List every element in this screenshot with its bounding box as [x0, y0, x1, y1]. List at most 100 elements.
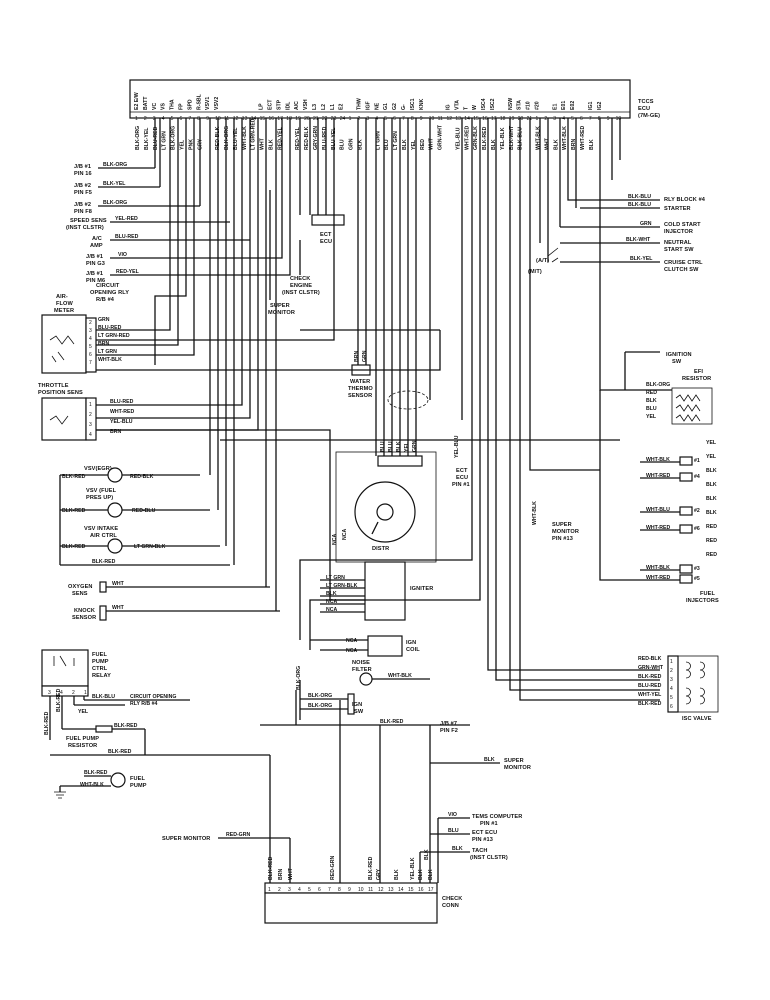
- ecu-wire-color: WHT: [260, 137, 266, 150]
- ecu-wire-color: BLK: [358, 139, 364, 150]
- speed-sens-sub: (INST CLSTR): [66, 225, 104, 231]
- injector-wire-label: WHT-BLK: [646, 565, 670, 571]
- ign-sw-l1: IGN: [352, 702, 362, 708]
- efi-res-wire-label: BLK: [646, 398, 657, 404]
- check-conn-pin: 4: [298, 887, 301, 893]
- injector-right-wire: RED: [706, 524, 717, 530]
- fp-relay-l4: RELAY: [92, 673, 111, 679]
- check-conn-wire-label: BLK-RED: [268, 856, 274, 880]
- ecu-pin: 12: [233, 116, 239, 122]
- check-conn-l1: CHECK: [442, 896, 462, 902]
- sm1-l2: MONITOR: [268, 310, 295, 316]
- circuit-l2: OPENING RLY: [90, 290, 129, 296]
- nca-v2: NCA: [342, 529, 348, 540]
- afm-wire-label: BRN: [98, 341, 109, 347]
- ecu-pin: 14: [251, 116, 257, 122]
- jb2b-pin: PIN F8: [74, 209, 92, 215]
- injector-label: #3: [694, 566, 700, 572]
- ecu-pin: 9: [206, 116, 209, 122]
- ecu-wire-color: BLK-ORG: [224, 126, 230, 150]
- sm-left-wire: RED-GRN: [226, 832, 250, 838]
- knock-l2: SENSOR: [72, 615, 96, 621]
- ecu-wire-color: BLK-WHT: [509, 125, 515, 150]
- vsv-egr-label: VSV(EGR): [84, 466, 112, 472]
- vsv-egr-coil: [107, 467, 123, 483]
- igniter-wire-label: BLK: [326, 591, 337, 597]
- tach-wire: BLK: [452, 846, 463, 852]
- ecu-wire-color: LT GRN: [393, 131, 399, 150]
- ecu-pin: 11: [224, 116, 229, 122]
- isc-body: [677, 655, 719, 713]
- isc-pin: 1: [670, 659, 673, 665]
- ecu-pin: 7: [188, 116, 191, 122]
- ecu-pin: 18: [500, 116, 506, 122]
- injector-wire-label: WHT-BLK: [646, 457, 670, 463]
- isc-wire-label: GRN-WHT: [638, 665, 664, 671]
- ecu-wire-color: LT GRN: [375, 131, 381, 150]
- ecu-wire-color: GRY-GRN: [313, 126, 319, 150]
- fuel-pump-w1: BLK-RED: [84, 770, 108, 776]
- igniter-wire-label: NCA: [326, 607, 337, 613]
- fp-relay-pin: 2: [72, 690, 75, 696]
- check-conn-wire-label: YEL-BLK: [410, 857, 416, 880]
- ecu-terminal: E2: [339, 104, 345, 110]
- ecu-terminal: SPD: [187, 99, 193, 110]
- tach-label: TACH: [472, 848, 488, 854]
- vsv-intake-coil: [107, 538, 123, 554]
- vsv-fuel-label: VSV (FUEL: [86, 488, 117, 494]
- distr-wire-label: BLU: [380, 441, 386, 452]
- afm-wire-label: GRN: [98, 317, 110, 323]
- fuel-pump-w2: WHT-BLK: [80, 782, 104, 788]
- ecu-pin: 7: [589, 116, 592, 122]
- ecu-terminal: VSV1: [205, 97, 211, 110]
- temp-comp-pin: PIN #1: [480, 821, 498, 827]
- ect13-wire: BLU: [448, 828, 459, 834]
- vsv-fuel-w1: BLK-RED: [62, 508, 86, 514]
- ecu-wire-color: BLK: [553, 139, 559, 150]
- tps-wire-label: BLU-RED: [110, 399, 134, 405]
- tps-box: [41, 397, 87, 441]
- circuit-note-2: RLY R/B #4: [130, 701, 158, 707]
- ecu-terminal: #20: [535, 101, 541, 110]
- ecu-terminal: VSV2: [214, 97, 220, 110]
- ecu-terminal: IGF: [365, 101, 371, 110]
- check-conn-wire-label: GRY: [376, 868, 382, 880]
- jb2-label: J/B #2: [74, 183, 91, 189]
- ecu-wire-color: WHT-BLK: [536, 126, 542, 150]
- jbg3-label: J/B #1: [86, 254, 103, 260]
- fp-relay-l1: FUEL: [92, 652, 107, 658]
- relay-wire-left: BLK-RED: [44, 711, 50, 735]
- ecu-terminal: #10: [526, 101, 532, 110]
- distr-rotor: [376, 503, 394, 521]
- afm-pin: 6: [89, 352, 92, 358]
- check-engine-l3: (INST CLSTR): [282, 290, 320, 296]
- injector-right-wire: YEL: [706, 440, 717, 446]
- ecu-wire-color: BLU-RED: [153, 126, 159, 150]
- ecu-pin: 9: [420, 116, 423, 122]
- injector-right-wire: YEL: [706, 454, 717, 460]
- efi-res-l1: EFI: [694, 369, 703, 375]
- isc-wire-label: WHT-YEL: [638, 692, 662, 698]
- vsv-egr-w1: BLK-RED: [62, 474, 86, 480]
- ecu-pin: 3: [553, 116, 556, 122]
- ect-ecu-l2: ECU: [320, 239, 332, 245]
- oxygen-wire: WHT: [112, 581, 125, 587]
- ecu-pin: 24: [340, 116, 346, 122]
- check-conn-pin: 16: [418, 887, 424, 893]
- ecu-wire-color: YEL: [411, 139, 417, 150]
- neutral-wire: BLK-WHT: [626, 237, 651, 243]
- isc-coil-1: [685, 661, 691, 679]
- check-conn-pin: 1: [268, 887, 271, 893]
- afm-pin: 4: [89, 336, 92, 342]
- ecu-pin: 13: [242, 116, 248, 122]
- ac-amp-label: A/C: [92, 236, 102, 242]
- efi-res-wire-label: RED: [646, 390, 657, 396]
- vsv-intake-l2: AIR CTRL: [90, 533, 117, 539]
- fuel-injectors: WHT-BLK#1WHT-RED#4WHT-BLU#2WHT-RED#6WHT-…: [640, 440, 717, 584]
- vsv-fuel-coil: [107, 502, 123, 518]
